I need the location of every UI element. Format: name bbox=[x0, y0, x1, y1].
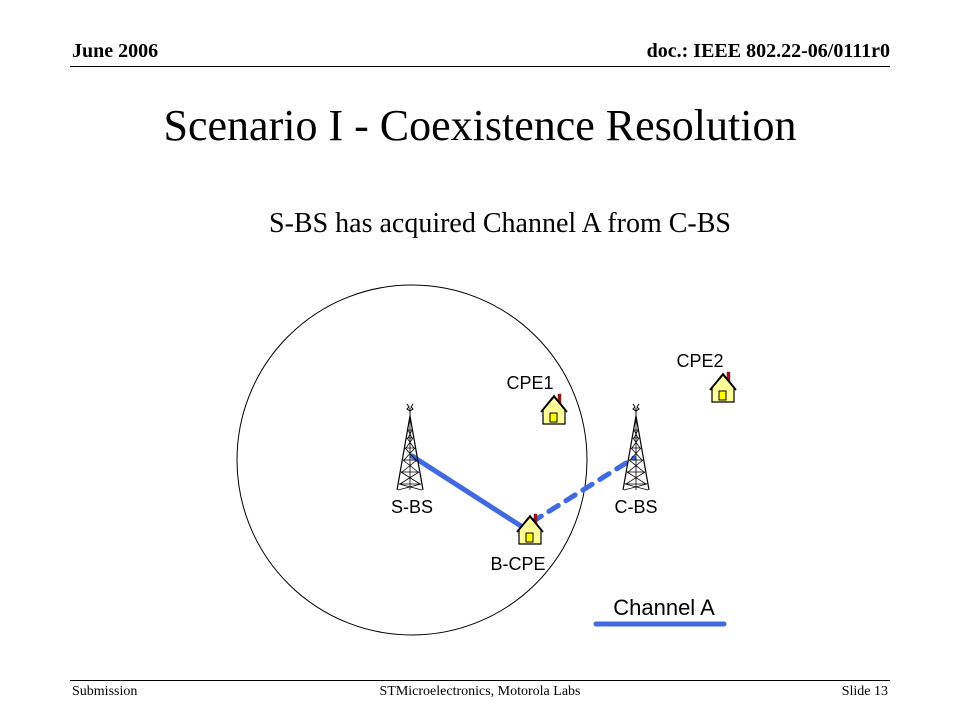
cpe1-house-icon bbox=[540, 393, 568, 425]
slide-title: Scenario I - Coexistence Resolution bbox=[163, 101, 797, 150]
c-bs-tower-icon bbox=[622, 403, 650, 491]
slide-subtitle: S-BS has acquired Channel A from C-BS bbox=[269, 208, 731, 239]
legend-channel-a-label: Channel A bbox=[613, 595, 715, 620]
cpe2-label: CPE2 bbox=[676, 351, 723, 371]
footer-authors: STMicroelectronics, Motorola Labs bbox=[379, 684, 581, 699]
footer-slide-number: Slide 13 bbox=[841, 684, 888, 699]
header-date: June 2006 bbox=[72, 40, 159, 62]
channel-a-link-previous bbox=[529, 455, 637, 525]
header-divider bbox=[70, 66, 890, 67]
cpe2-house-icon bbox=[709, 371, 737, 403]
footer-divider bbox=[70, 680, 890, 681]
header-doc-id: doc.: IEEE 802.22-06/0111r0 bbox=[646, 40, 890, 62]
s-bs-label: S-BS bbox=[391, 497, 433, 517]
coverage-circle bbox=[236, 284, 588, 636]
channel-a-link-active bbox=[409, 453, 527, 531]
s-bs-tower-icon bbox=[396, 403, 424, 491]
cpe1-label: CPE1 bbox=[506, 373, 553, 393]
b-cpe-label: B-CPE bbox=[490, 554, 545, 574]
footer-submission: Submission bbox=[72, 684, 138, 699]
c-bs-label: C-BS bbox=[614, 497, 657, 517]
